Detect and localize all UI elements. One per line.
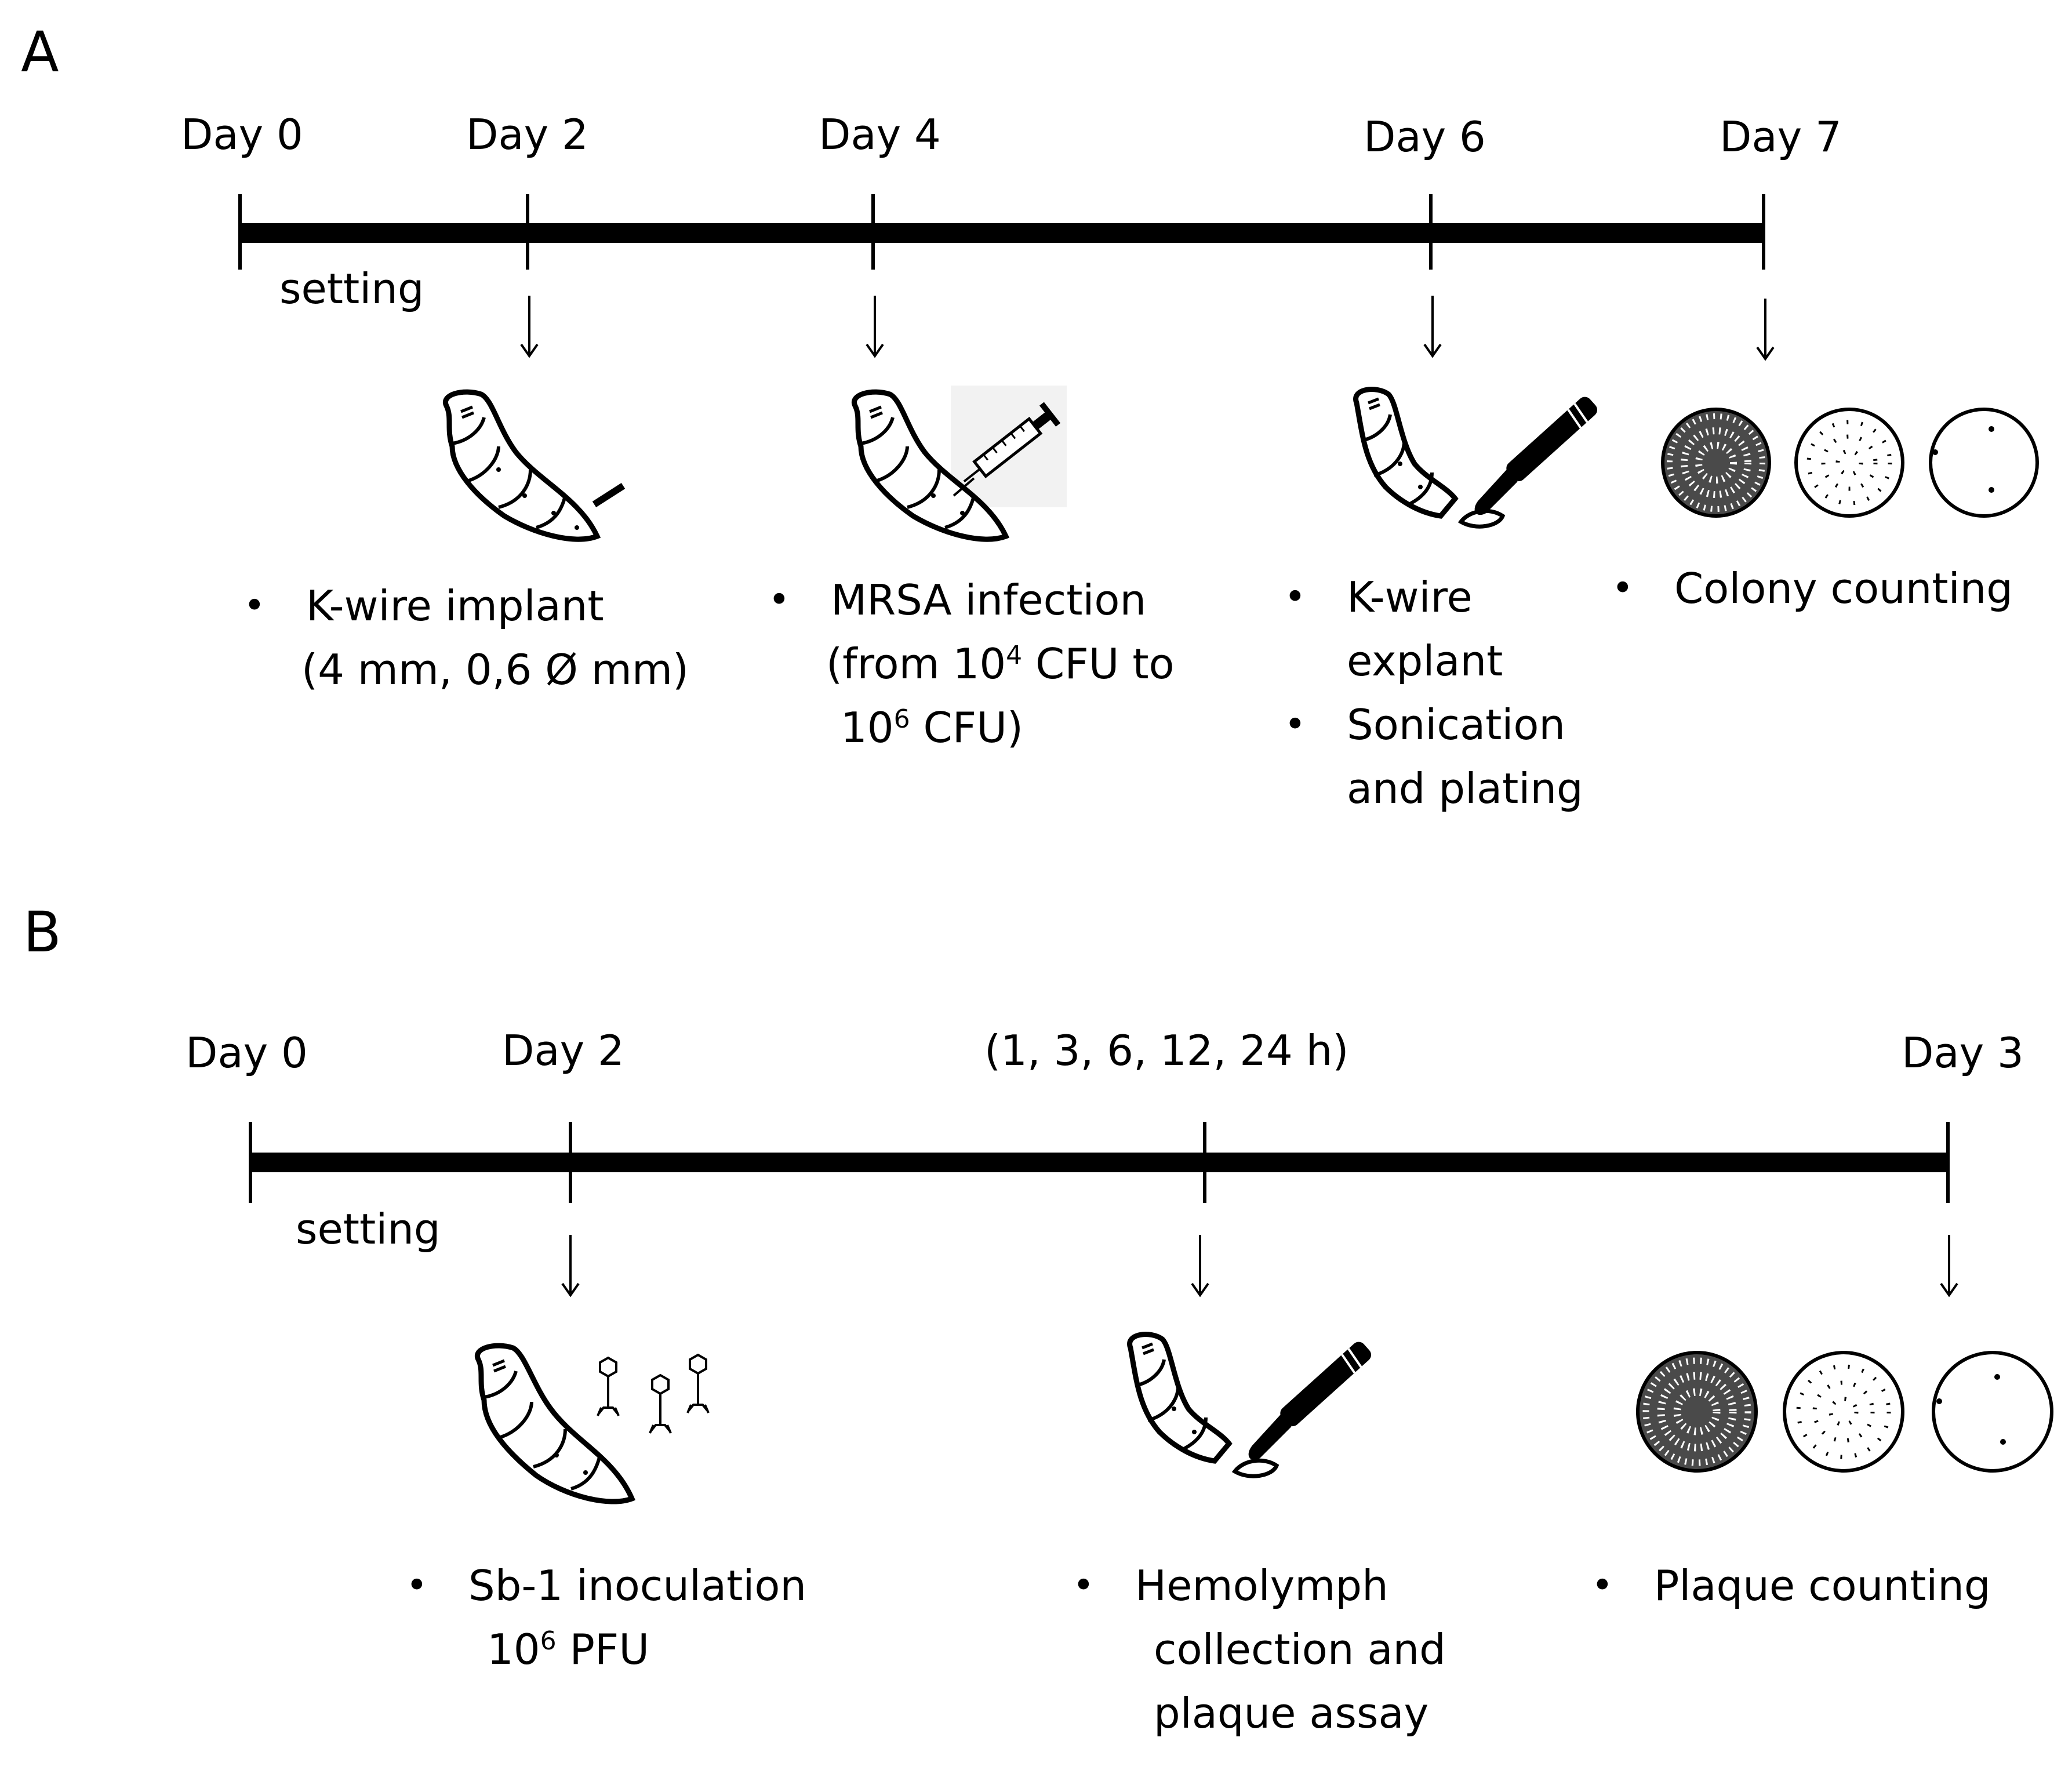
- arrow-down-icon: [1756, 299, 1775, 361]
- step-plaque-counting: • Plaque counting: [1591, 1554, 1991, 1618]
- larva-phage-icon: [475, 1343, 710, 1504]
- day-2-label: Day 2: [466, 110, 588, 159]
- arrow-down-icon: [1940, 1235, 1958, 1297]
- step-text: and plating: [1347, 764, 1583, 813]
- larva-scalpel-icon: [1127, 1332, 1372, 1478]
- step-text: (4 mm, 0,6 Ø mm): [301, 645, 689, 694]
- tick-day-6: [1429, 194, 1433, 270]
- step-sb1-inoculation: • Sb-1 inoculation 106 PFU: [406, 1554, 806, 1681]
- tick-day-2: [569, 1122, 572, 1203]
- step-text: (from 104 CFU to: [826, 639, 1175, 688]
- timeline-b: [250, 1153, 1949, 1172]
- petri-dishes-icon: [1661, 408, 2039, 518]
- step-text: Hemolymph: [1135, 1561, 1388, 1610]
- step-hemolymph-collection: • Hemolymph collection and plaque assay: [1073, 1554, 1446, 1745]
- tick-day-0: [249, 1122, 252, 1203]
- step-text: MRSA infection: [831, 576, 1147, 624]
- bullet-icon: •: [1073, 1564, 1095, 1607]
- step-text: Colony counting: [1674, 564, 2013, 613]
- larva-scalpel-icon: [1353, 387, 1598, 529]
- bullet-icon: •: [1284, 703, 1306, 746]
- bullet-icon: •: [1591, 1564, 1613, 1607]
- tick-day-7: [1762, 194, 1765, 270]
- arrow-down-icon: [1423, 296, 1442, 358]
- step-kwire-explant: • K-wire explant • Sonication and plating: [1284, 565, 1583, 820]
- bullet-icon: •: [768, 579, 790, 621]
- tick-day-2: [526, 194, 529, 270]
- petri-dishes-icon: [1636, 1351, 2053, 1473]
- panel-b-label: B: [23, 900, 61, 965]
- bullet-icon: •: [1284, 576, 1306, 619]
- day-0-label: Day 0: [186, 1028, 308, 1077]
- step-mrsa-infection: • MRSA infection (from 104 CFU to 106 CFU…: [768, 568, 1175, 759]
- day-3-label: Day 3: [1902, 1028, 2024, 1077]
- step-text: 106 CFU): [841, 703, 1023, 752]
- step-text: Sb-1 inoculation: [468, 1561, 807, 1610]
- day-4-label: Day 4: [819, 110, 941, 159]
- step-text: Plaque counting: [1654, 1561, 1991, 1610]
- arrow-down-icon: [1191, 1235, 1209, 1297]
- tick-hours: [1203, 1122, 1206, 1203]
- step-text: plaque assay: [1154, 1689, 1429, 1738]
- tick-day-0: [238, 194, 242, 270]
- tick-day-4: [871, 194, 875, 270]
- step-text: K-wire: [1347, 573, 1473, 621]
- panel-a-label: A: [21, 20, 59, 85]
- day-7-label: Day 7: [1720, 112, 1842, 161]
- hours-label: (1, 3, 6, 12, 24 h): [984, 1026, 1349, 1075]
- bullet-icon: •: [1612, 567, 1634, 610]
- step-text: Sonication: [1347, 700, 1566, 749]
- setting-label-b: setting: [296, 1205, 441, 1253]
- setting-label-a: setting: [279, 264, 424, 313]
- step-text: 106 PFU: [487, 1625, 650, 1674]
- arrow-down-icon: [866, 296, 884, 358]
- arrow-down-icon: [520, 296, 539, 358]
- step-text: K-wire implant: [306, 581, 604, 630]
- step-text: collection and: [1154, 1625, 1446, 1674]
- bullet-icon: •: [406, 1564, 428, 1607]
- step-text: explant: [1347, 637, 1503, 685]
- day-2-label: Day 2: [502, 1026, 624, 1075]
- step-kwire-implant: • K-wire implant (4 mm, 0,6 Ø mm): [243, 574, 689, 702]
- day-6-label: Day 6: [1364, 112, 1486, 161]
- bullet-icon: •: [243, 584, 266, 627]
- step-colony-counting: • Colony counting: [1612, 557, 2013, 620]
- arrow-down-icon: [561, 1235, 580, 1297]
- larva-wire-icon: [443, 389, 626, 542]
- larva-syringe-icon: [852, 386, 1067, 542]
- day-0-label: Day 0: [181, 110, 303, 159]
- tick-day-3: [1946, 1122, 1950, 1203]
- timeline-a: [240, 223, 1765, 243]
